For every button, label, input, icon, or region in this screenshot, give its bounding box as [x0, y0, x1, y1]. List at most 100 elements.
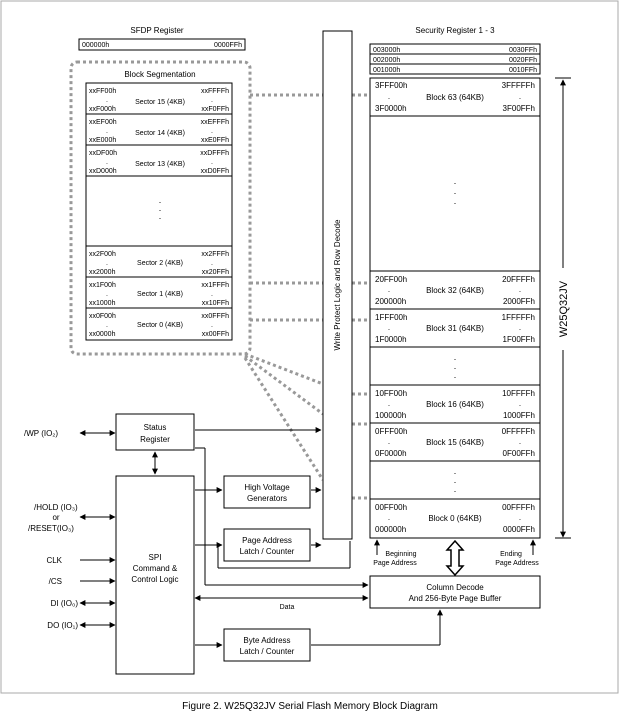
column-decode: Column Decode And 256-Byte Page Buffer: [369, 575, 541, 609]
security-title: Security Register 1 - 3: [415, 26, 495, 35]
internal-wires: [152, 427, 536, 648]
svg-text:0010FFh: 0010FFh: [509, 67, 537, 74]
svg-text:xx0FFFh: xx0FFFh: [201, 313, 229, 320]
svg-text:00FF00h: 00FF00h: [375, 503, 407, 512]
chip-label: W25Q32JV: [558, 280, 570, 337]
svg-text:Page Address: Page Address: [373, 560, 417, 567]
sector-1: xx1F00h xx1FFFh . . Sector 1 (4KB) xx100…: [86, 282, 232, 309]
memory-column-bus: [445, 539, 465, 577]
svg-text:0030FFh: 0030FFh: [509, 47, 537, 54]
svg-text:.: .: [454, 352, 457, 362]
pin-cs: /CS: [49, 577, 62, 586]
svg-text:.: .: [454, 176, 457, 186]
svg-text:xx10FFh: xx10FFh: [202, 300, 229, 307]
svg-text:.: .: [106, 128, 108, 135]
ending-page-address: Ending Page Address: [495, 551, 539, 567]
svg-text:.: .: [211, 260, 213, 267]
svg-text:xx20FFh: xx20FFh: [202, 269, 229, 276]
svg-text:xxE0FFh: xxE0FFh: [201, 137, 229, 144]
svg-text:.: .: [106, 260, 108, 267]
sfdp-title: SFDP Register: [130, 26, 184, 35]
svg-text:.: .: [159, 211, 162, 221]
sector-14: xxEF00h xxEFFFh . . Sector 14 (4KB) xxE0…: [86, 119, 232, 146]
svg-text:Control Logic: Control Logic: [131, 575, 178, 584]
svg-text:000000h: 000000h: [375, 525, 406, 534]
svg-text:Sector 1 (4KB): Sector 1 (4KB): [137, 291, 183, 298]
page-address-latch: Page Address Latch / Counter: [223, 528, 311, 562]
svg-text:xxF000h: xxF000h: [89, 106, 116, 113]
svg-text:.: .: [159, 203, 162, 213]
svg-text:xx2F00h: xx2F00h: [89, 251, 116, 258]
write-protect-logic: [322, 30, 353, 540]
svg-text:Block 0 (64KB): Block 0 (64KB): [428, 514, 482, 523]
svg-text:.: .: [388, 437, 390, 446]
svg-text:xxF0FFh: xxF0FFh: [201, 106, 229, 113]
svg-text:xxD000h: xxD000h: [89, 168, 117, 175]
sector-ellipsis: . . .: [159, 195, 162, 221]
svg-text:0FFFFFh: 0FFFFFh: [502, 427, 535, 436]
svg-text:xx1000h: xx1000h: [89, 300, 116, 307]
svg-text:.: .: [388, 513, 390, 522]
byte-address-latch: Byte Address Latch / Counter: [223, 628, 311, 662]
svg-text:3FFFFFh: 3FFFFFh: [502, 81, 535, 90]
sector-13: xxDF00h xxDFFFh . . Sector 13 (4KB) xxD0…: [86, 150, 232, 177]
svg-text:.: .: [519, 285, 521, 294]
svg-text:xxD0FFh: xxD0FFh: [201, 168, 230, 175]
svg-text:.: .: [106, 291, 108, 298]
sfdp-start: 000000h: [82, 42, 109, 49]
sector-column: [85, 82, 233, 341]
svg-text:SPI: SPI: [149, 553, 162, 562]
svg-text:.: .: [519, 437, 521, 446]
svg-text:0000FFh: 0000FFh: [503, 525, 535, 534]
svg-text:.: .: [388, 399, 390, 408]
svg-text:.: .: [211, 291, 213, 298]
svg-text:1F0000h: 1F0000h: [375, 335, 407, 344]
pin-do: DO (IO₁): [47, 621, 78, 630]
svg-text:And 256-Byte Page Buffer: And 256-Byte Page Buffer: [409, 594, 502, 603]
svg-text:3F00FFh: 3F00FFh: [503, 104, 535, 113]
svg-text:Latch / Counter: Latch / Counter: [240, 547, 295, 556]
svg-text:.: .: [211, 159, 213, 166]
svg-text:.: .: [388, 323, 390, 332]
svg-text:Column Decode: Column Decode: [426, 583, 484, 592]
svg-text:Sector 14 (4KB): Sector 14 (4KB): [135, 130, 185, 137]
svg-text:.: .: [211, 97, 213, 104]
segmentation-connectors: [243, 93, 370, 500]
page-frame: [0, 0, 619, 694]
svg-text:.: .: [454, 361, 457, 371]
svg-text:.: .: [388, 285, 390, 294]
svg-text:Beginning: Beginning: [385, 551, 416, 558]
svg-text:xx2000h: xx2000h: [89, 269, 116, 276]
svg-text:Block 16 (64KB): Block 16 (64KB): [426, 400, 484, 409]
svg-text:Block 15 (64KB): Block 15 (64KB): [426, 438, 484, 447]
sfdp-end: 0000FFh: [214, 42, 242, 49]
svg-text:Sector 13 (4KB): Sector 13 (4KB): [135, 161, 185, 168]
svg-text:0FFF00h: 0FFF00h: [375, 427, 407, 436]
svg-text:002000h: 002000h: [373, 57, 400, 64]
svg-text:1000FFh: 1000FFh: [503, 411, 535, 420]
svg-text:Command &: Command &: [133, 564, 178, 573]
svg-text:.: .: [519, 399, 521, 408]
svg-text:100000h: 100000h: [375, 411, 406, 420]
beginning-page-address: Beginning Page Address: [373, 551, 417, 567]
svg-text:Page Address: Page Address: [242, 536, 292, 545]
svg-text:xxEF00h: xxEF00h: [89, 119, 117, 126]
pin-di: DI (IO₀): [51, 599, 79, 608]
svg-text:xxE000h: xxE000h: [89, 137, 116, 144]
svg-text:xx0F00h: xx0F00h: [89, 313, 116, 320]
svg-text:Page Address: Page Address: [495, 560, 539, 567]
svg-text:Status: Status: [144, 423, 167, 432]
svg-text:1FFF00h: 1FFF00h: [375, 313, 407, 322]
svg-text:Generators: Generators: [247, 494, 287, 503]
svg-text:20FF00h: 20FF00h: [375, 275, 407, 284]
svg-text:.: .: [106, 322, 108, 329]
svg-text:Sector 15 (4KB): Sector 15 (4KB): [135, 99, 185, 106]
svg-text:xx00FFh: xx00FFh: [202, 331, 229, 338]
block-ellipsis-low: . . .: [454, 466, 457, 494]
svg-text:xx2FFFh: xx2FFFh: [201, 251, 229, 258]
svg-text:Latch / Counter: Latch / Counter: [240, 647, 295, 656]
svg-text:.: .: [106, 97, 108, 104]
svg-text:0020FFh: 0020FFh: [509, 57, 537, 64]
security-register: Security Register 1 - 3 003000h 0030FFh …: [369, 26, 541, 75]
